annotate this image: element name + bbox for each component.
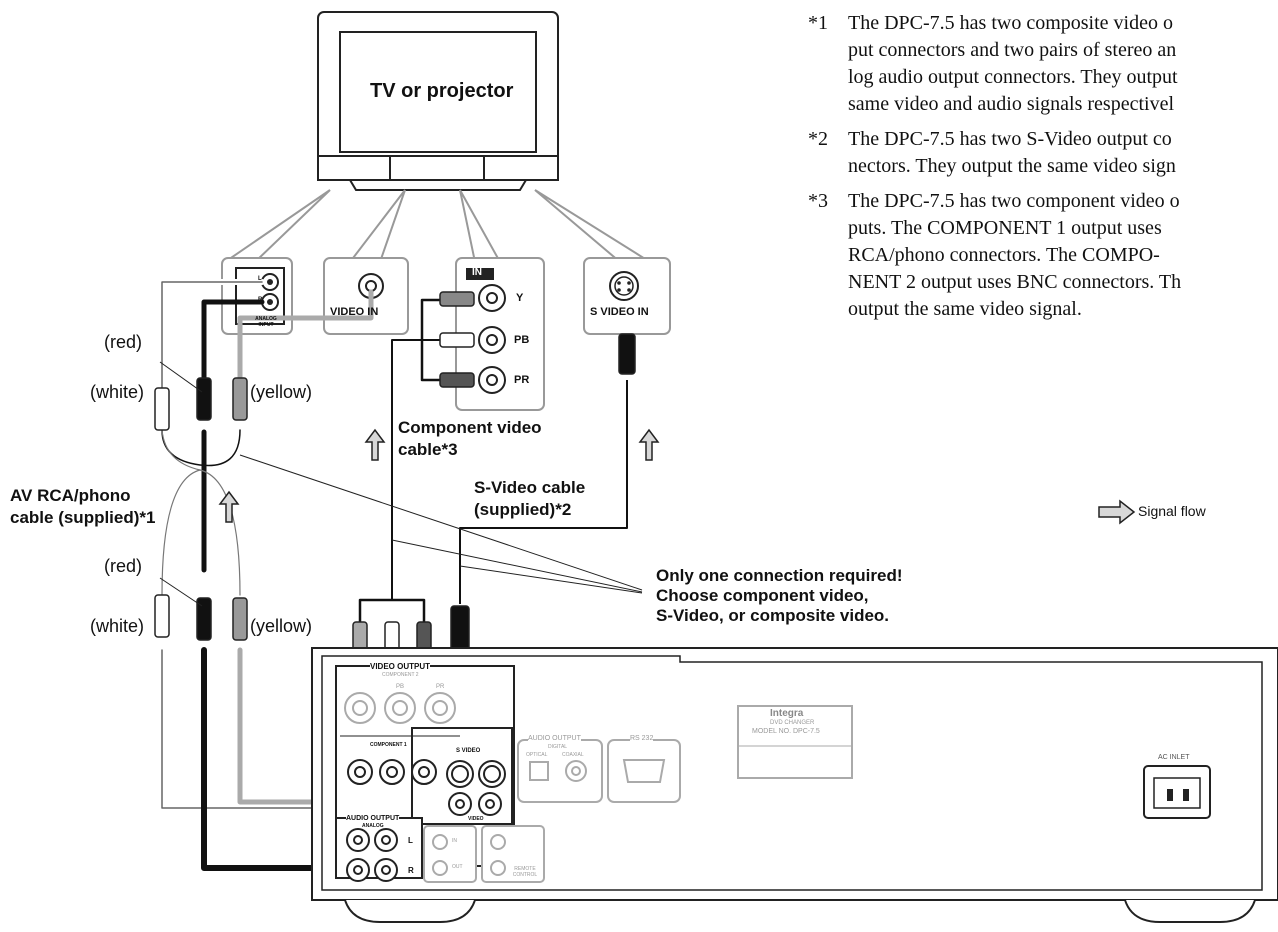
red-label-bottom: (red) <box>104 556 143 576</box>
tv-set <box>317 11 559 191</box>
footnote-line: same video and audio signals respectivel <box>848 93 1175 115</box>
player-model-line2: MODEL NO. DPC-7.5 <box>752 728 820 735</box>
footnote-1: *1 The DPC-7.5 has two composite video o… <box>808 10 1278 118</box>
footnote-line: puts. The COMPONENT 1 output uses <box>848 217 1162 239</box>
callout-line1: Only one connection required! <box>656 566 903 585</box>
tv-l-label: L <box>258 276 262 282</box>
player-digital-label: DIGITAL <box>548 744 568 750</box>
component-cable-label-line2: cable*3 <box>398 440 458 459</box>
footnote-line: put connectors and two pairs of stereo a… <box>848 39 1177 61</box>
red-label-top: (red) <box>104 332 143 352</box>
tv-pb-label: PB <box>514 334 530 346</box>
tv-r-label: R <box>258 297 263 303</box>
player-ir-out-label: OUT <box>452 864 463 870</box>
player-component1-label: COMPONENT 1 <box>370 742 407 748</box>
footnote-mark: *1 <box>808 12 828 34</box>
yellow-label-top: (yellow) <box>250 382 313 402</box>
footnote-line: The DPC-7.5 has two component video o <box>848 190 1180 212</box>
tv-callout-wedges <box>221 189 654 263</box>
tv-in-badge: IN <box>472 267 482 278</box>
player-pr-label: PR <box>436 684 445 690</box>
footnote-3: *3 The DPC-7.5 has two component video o… <box>808 188 1278 323</box>
footnote-2: *2 The DPC-7.5 has two S-Video output co… <box>808 126 1278 180</box>
player-pb-label: PB <box>396 684 405 690</box>
footnote-line: RCA/phono connectors. The COMPO- <box>848 244 1160 266</box>
callout-line3: S-Video, or composite video. <box>656 606 890 625</box>
component-cable-label-line1: Component video <box>398 418 542 437</box>
player-ac-inlet-label: AC INLET <box>1158 754 1190 761</box>
footnote-line: NENT 2 output uses BNC connectors. Th <box>848 271 1182 293</box>
footnotes: *1 The DPC-7.5 has two composite video o… <box>808 10 1278 331</box>
player-model-line1: DVD CHANGER <box>770 720 815 726</box>
player-optical-label: OPTICAL <box>526 752 548 758</box>
tv-pr-label: PR <box>514 374 530 386</box>
signal-flow-arrows <box>218 428 1136 525</box>
av-cable-label-line2: cable (supplied)*1 <box>10 508 156 527</box>
footnote-line: output the same video signal. <box>848 298 1082 320</box>
white-label-top: (white) <box>90 382 145 402</box>
tv-video-in-box <box>323 257 409 335</box>
leader-lines <box>159 361 643 607</box>
white-label-bottom: (white) <box>90 616 145 636</box>
footnote-line: nectors. They output the same video sign <box>848 155 1176 177</box>
player-component2-label: COMPONENT 2 <box>382 672 419 678</box>
yellow-label-bottom: (yellow) <box>250 616 313 636</box>
player-coaxial-label: COAXIAL <box>562 752 584 758</box>
av-cable-label-line1: AV RCA/phono <box>10 486 131 505</box>
tv-component-in-box <box>455 257 545 411</box>
tv-label: TV or projector <box>370 80 514 102</box>
footnote-line: log audio output connectors. They output <box>848 66 1178 88</box>
player-audio-output-analog-label: AUDIO OUTPUT <box>346 815 400 822</box>
tv-analog-input-label: ANALOG INPUT <box>255 316 277 328</box>
footnote-line: The DPC-7.5 has two S-Video output co <box>848 128 1172 150</box>
tv-s-video-in-label: S VIDEO IN <box>590 306 649 318</box>
s-video-cable-label-line2: (supplied)*2 <box>474 500 572 519</box>
dvd-player <box>311 647 1278 923</box>
signal-flow-label: Signal flow <box>1138 503 1206 519</box>
player-audio-l-label: L <box>408 836 413 845</box>
footnote-mark: *3 <box>808 190 828 212</box>
tv-y-label: Y <box>516 292 524 304</box>
player-rs232-label: RS 232 <box>630 735 654 742</box>
footnote-mark: *2 <box>808 128 828 150</box>
player-audio-output-digital-label: AUDIO OUTPUT <box>528 735 581 742</box>
player-video-label: VIDEO <box>468 816 484 822</box>
player-s-video-label: S VIDEO <box>456 748 481 754</box>
player-audio-r-label: R <box>408 866 414 875</box>
player-video-output-label: VIDEO OUTPUT <box>370 662 431 671</box>
tv-s-video-in-box <box>583 257 671 335</box>
player-brand-label: Integra <box>770 708 804 719</box>
player-ir-in-label: IN <box>452 838 457 844</box>
player-analog-label: ANALOG <box>362 823 384 829</box>
footnote-line: The DPC-7.5 has two composite video o <box>848 12 1173 34</box>
tv-analog-input-box <box>221 257 293 335</box>
player-remote-control-label: REMOTE CONTROL <box>512 866 538 878</box>
callout-line2: Choose component video, <box>656 586 869 605</box>
s-video-cable-label-line1: S-Video cable <box>474 478 586 497</box>
tv-video-in-label: VIDEO IN <box>330 306 379 318</box>
